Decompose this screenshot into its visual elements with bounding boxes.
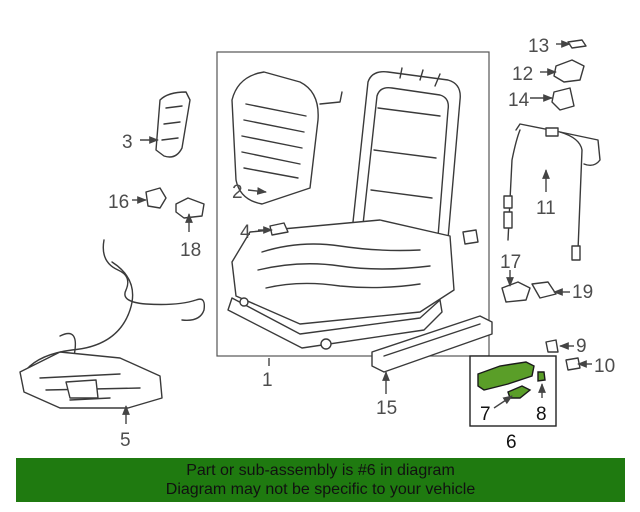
callout-15: 15 [376, 398, 397, 419]
bracket-part-18[interactable] [175, 197, 205, 219]
cable-part[interactable] [503, 123, 601, 261]
banner-line-disclaimer: Diagram may not be specific to your vehi… [165, 481, 476, 498]
callout-6: 6 [506, 432, 517, 453]
callout-13: 13 [528, 36, 549, 57]
highlighted-lever-part[interactable] [477, 361, 535, 391]
leader-lines [122, 40, 592, 424]
bracket-part-14[interactable] [551, 87, 575, 111]
callout-labels: 1 2 3 4 5 6 7 8 9 10 11 12 13 14 15 16 1… [108, 36, 615, 453]
callout-9: 9 [576, 336, 587, 357]
clip-part-10[interactable] [565, 357, 581, 371]
seat-frame-assembly[interactable] [216, 51, 490, 357]
callout-2: 2 [232, 182, 243, 203]
clip-part-9[interactable] [545, 339, 559, 353]
bracket-part-13[interactable] [567, 39, 587, 49]
callout-16: 16 [108, 192, 129, 213]
banner-line-part-number: Part or sub-assembly is #6 in diagram [186, 462, 455, 479]
callout-18: 18 [180, 240, 201, 261]
callout-12: 12 [512, 64, 533, 85]
callout-4: 4 [240, 222, 251, 243]
cover-part-19[interactable] [531, 281, 557, 299]
callout-3: 3 [122, 132, 133, 153]
clip-part-16[interactable] [145, 187, 167, 209]
callout-8: 8 [536, 404, 547, 425]
side-cover-part[interactable] [155, 91, 191, 158]
highlighted-assembly-6[interactable] [469, 355, 557, 427]
callout-1: 1 [262, 370, 273, 391]
highlighted-pin-part-8[interactable] [537, 371, 546, 382]
callout-5: 5 [120, 430, 131, 451]
harness-assembly-part[interactable] [19, 239, 206, 409]
info-banner: Part or sub-assembly is #6 in diagram Di… [16, 458, 625, 502]
rail-cover-part[interactable] [371, 315, 493, 373]
callout-7: 7 [480, 404, 491, 425]
cover-part-17[interactable] [501, 281, 531, 303]
callout-19: 19 [572, 282, 593, 303]
callout-10: 10 [594, 356, 615, 377]
callout-17: 17 [500, 252, 521, 273]
callout-14: 14 [508, 90, 530, 111]
actuator-part-12[interactable] [553, 59, 585, 83]
callout-11: 11 [536, 198, 556, 219]
